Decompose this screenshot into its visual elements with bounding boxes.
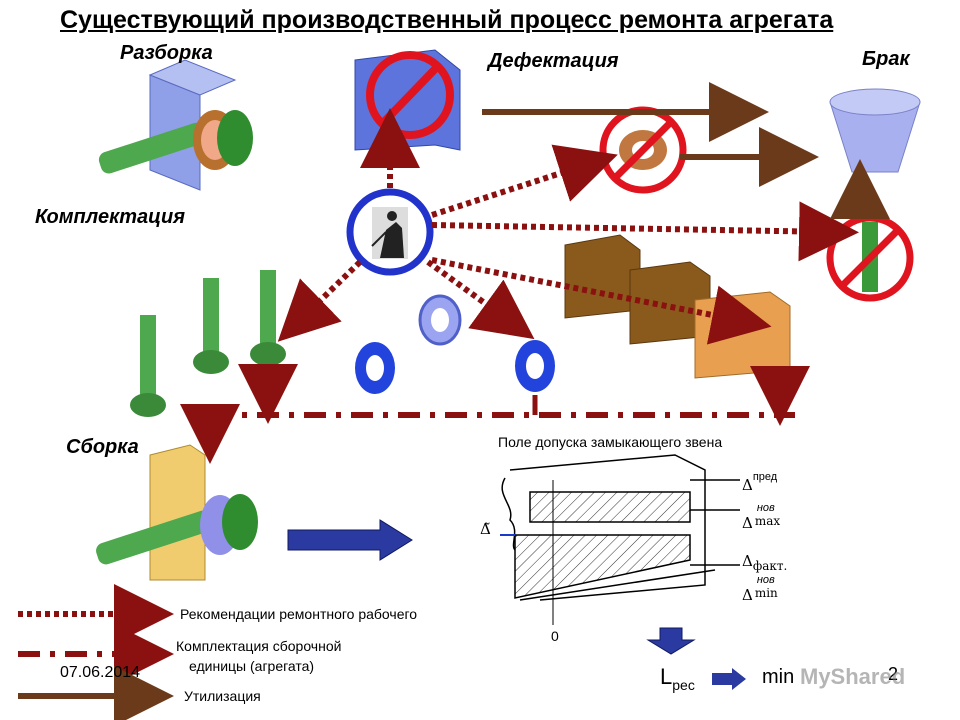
scrap-shaft [826, 214, 914, 302]
kit-lines [180, 364, 810, 464]
recommend-arrows [277, 108, 859, 345]
delta-fakt: Δфакт. [742, 552, 788, 573]
tolerance-drawing [500, 454, 740, 625]
delta-symbol: Δ [742, 476, 753, 494]
formula-arrow [712, 668, 746, 690]
stage-defect: Дефектация [488, 50, 619, 72]
delta-symbol: Δ [742, 552, 753, 570]
footer-date: 07.06.2014 [60, 664, 141, 681]
legend-recommend: Рекомендации ремонтного рабочего [180, 606, 418, 622]
delta-symbol: Δ [742, 514, 753, 532]
stage-scrap: Брак [862, 48, 910, 70]
disassembly-part [98, 59, 253, 191]
stage-disassembly: Разборка [120, 42, 213, 64]
delta-fakt-label: факт. [752, 559, 788, 573]
defect-housing [354, 49, 461, 151]
formula-l: L [660, 664, 673, 689]
delta-pred: Δпред [742, 471, 777, 495]
delta-tilde: Δ̃ [480, 520, 491, 538]
kit-bearings [355, 294, 555, 394]
delta-symbol: Δ [742, 586, 753, 604]
formula-lhs: Lрес [660, 664, 695, 693]
zero-label: 0 [551, 628, 559, 644]
watermark: MyShared [800, 664, 906, 689]
assembly-part [96, 444, 258, 581]
scrap-bucket [829, 88, 921, 173]
assembly-output-arrow [287, 519, 413, 561]
utilize-arrows [482, 82, 890, 219]
delta-max-new: Δ нов max [742, 502, 783, 533]
formula-sub: рес [672, 677, 695, 693]
tolerance-caption: Поле допуска замыкающего звена [498, 434, 723, 450]
delta-pred-label: пред [752, 471, 778, 483]
delta-new-label: нов [756, 502, 775, 514]
kit-shafts [130, 270, 286, 417]
page-title: Существующий производственный процесс ре… [60, 6, 834, 34]
delta-new-label: нов [756, 574, 775, 586]
worker-icon [346, 188, 434, 276]
stage-assembly: Сборка [66, 436, 139, 458]
result-down-arrow [646, 627, 696, 655]
legend-kit-line2: единицы (агрегата) [189, 658, 315, 674]
legend-kit-line1: Комплектация сборочной [176, 638, 342, 654]
housing-parts [564, 234, 791, 379]
legend-samples [18, 584, 174, 720]
delta-min-label: min [754, 586, 778, 600]
page-number: 2 [888, 664, 899, 684]
formula-result: min [762, 666, 795, 688]
delta-max-label: max [754, 514, 781, 528]
stage-kit: Комплектация [35, 206, 186, 228]
legend-utilize: Утилизация [184, 688, 261, 704]
delta-min-new: Δ нов min [742, 574, 783, 605]
defect-bearing [599, 106, 687, 194]
